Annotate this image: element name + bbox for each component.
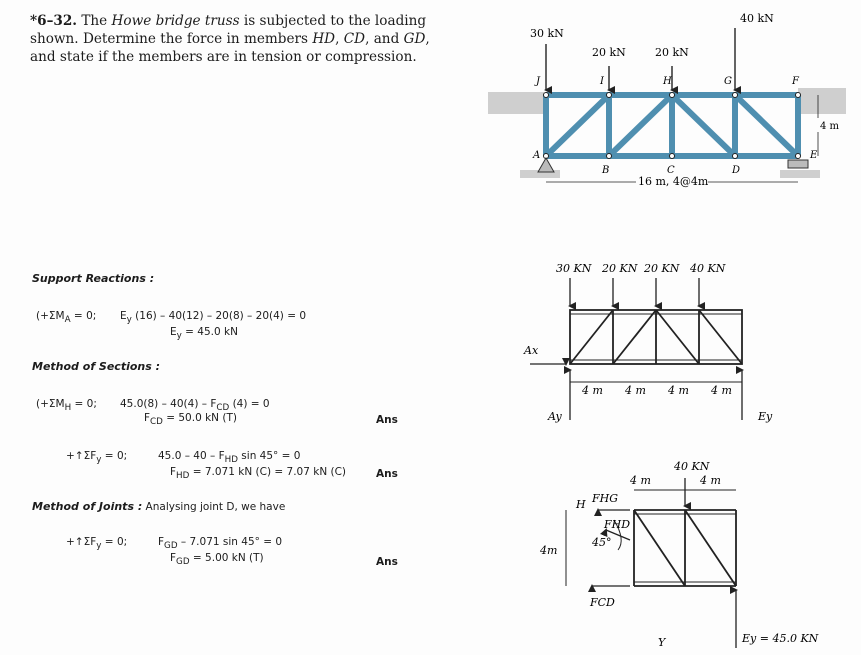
ground-right [780,88,846,178]
problem-statement: *6–32. The Howe bridge truss is subjecte… [30,12,430,66]
svg-text:H: H [662,76,672,87]
sketch1-load-40: 40 KN [689,262,726,275]
sketch2-members [633,509,737,587]
sketch1-members [569,309,743,365]
load-label-20b: 20 kN [655,46,689,59]
method-of-sections-heading: Method of Sections : [32,360,161,373]
eq3-expression: 45.0 – 40 – FHD sin 45° = 0 [158,450,301,466]
sketch1-load-20a: 20 KN [601,262,638,275]
eq2-moment-label: (+ΣMH = 0; [36,398,97,414]
eq3-result: FHD = 7.071 kN (C) = 7.07 kN (C) [170,466,347,482]
answer-label-2: Ans [376,468,398,480]
problem-line-1: *6–32. The Howe bridge truss is subjecte… [30,13,427,29]
eq1-result: Ey = 45.0 kN [170,326,238,342]
eq2-result: FCD = 50.0 kN (T) [144,412,237,428]
sketch1-panel-2: 4 m [624,384,646,397]
answer-label-3: Ans [376,556,398,568]
sketch2-fcd-label: FCD [589,596,615,609]
truss-figure: 30 kN 20 kN 20 kN 40 kN J I H G F A B C … [488,12,856,188]
sketch2-dim-top2: 4 m [699,474,721,487]
eq4-expression: FGD – 7.071 sin 45° = 0 [158,536,283,552]
problem-number: *6–32. [30,13,78,29]
problem-line-3: and state if the members are in tension … [30,49,417,65]
sketch2-dim-side: 4m [539,544,557,557]
sketch1-ey-label: Ey [757,410,773,423]
sketch1-panel-1: 4 m [581,384,603,397]
ground-left [488,92,560,178]
svg-text:D: D [731,165,740,176]
problem-line-2: shown. Determine the force in members HD… [30,31,430,47]
truss-pins [543,92,801,159]
pin-support [537,156,555,173]
sketch2-fhg-label: FHG [591,492,618,505]
span-label-bg [636,174,708,188]
svg-text:E: E [809,150,818,161]
sketch1-ay-label: Ay [547,410,562,423]
sketch1-load-30: 30 KN [556,262,592,275]
sketch1-load-20b: 20 KN [643,262,680,275]
method-of-joints-line: Method of Joints : Analysing joint D, we… [32,500,286,513]
load-label-20a: 20 kN [592,46,626,59]
sketch2-dim-top1: 4 m [629,474,651,487]
svg-text:A: A [532,150,540,161]
sketch2-load-40: 40 KN [673,460,710,473]
sketch1-panel-3: 4 m [667,384,689,397]
joint-labels: J I H G F A B C D E [532,76,818,176]
load-arrows [544,28,741,94]
answer-label-1: Ans [376,414,398,426]
eq1-expression: Ey (16) – 40(12) – 20(8) – 20(4) = 0 [120,310,307,326]
eq2-expression: 45.0(8) – 40(4) – FCD (4) = 0 [120,398,270,414]
span-label: 16 m, 4@4m [638,175,709,188]
fbd-section-sketch: 40 KN 4 m 4 m H FHG FHD 45° 4m FCD Y Ey … [539,460,819,649]
roller-support [787,159,809,169]
sketch1-panel-4: 4 m [710,384,732,397]
truss-members [543,92,801,159]
load-label-30: 30 kN [530,27,564,40]
eq4-sum-label: +↑ΣFy = 0; [66,536,128,552]
svg-text:C: C [667,165,675,176]
support-reactions-heading: Support Reactions : [32,272,155,285]
sketch1-arrows [530,278,744,420]
sketch2-arrows [588,478,738,648]
sketch2-y-label: Y [658,636,667,649]
sketch2-ey-label: Ey = 45.0 KN [741,632,819,645]
svg-text:I: I [599,76,605,87]
fbd-whole-truss-sketch: 30 KN 20 KN 20 KN 40 KN Ax Ay Ey 4 m 4 m… [523,262,773,423]
eq1-moment-label: (+ΣMA = 0; [36,310,97,326]
eq4-result: FGD = 5.00 kN (T) [170,552,264,568]
svg-text:G: G [724,76,732,87]
sketch2-angle-label: 45° [591,536,612,549]
svg-text:F: F [791,76,800,87]
height-label: 4 m [820,121,840,132]
svg-text:B: B [601,165,609,176]
load-label-40: 40 kN [740,12,774,25]
sketch1-ax-label: Ax [523,344,539,357]
sketch2-joint-h: H [575,498,586,511]
svg-text:J: J [534,76,541,87]
eq3-sum-label: +↑ΣFy = 0; [66,450,128,466]
height-label-bg [812,118,856,132]
sketch2-angle-arc [613,519,622,551]
sketch2-fhd-label: FHD [603,518,630,531]
